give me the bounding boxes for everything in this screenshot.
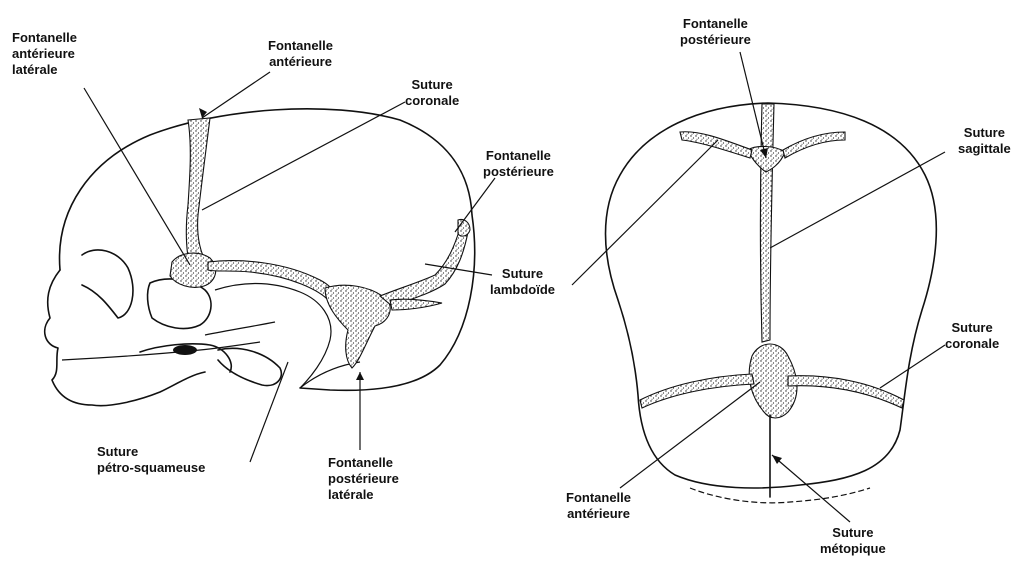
label-lambdoid-suture: Suture lambdoïde	[490, 266, 555, 298]
side-leader-lines	[84, 72, 495, 462]
label-coronal-suture: Suture coronale	[405, 77, 459, 109]
side-orbit	[82, 250, 133, 318]
label-posterior-fontanelle: Fontanelle postérieure	[483, 148, 554, 180]
top-coronal-left	[640, 374, 754, 408]
arrowhead-posterolateral-fontanelle	[356, 372, 364, 380]
side-lambdoid-suture	[380, 228, 468, 306]
top-frontal-edge	[690, 488, 870, 503]
side-posterolateral-fontanelle	[325, 285, 390, 368]
top-lambdoid-right	[783, 132, 845, 158]
side-mandible	[140, 344, 281, 386]
side-lambdoid-spur	[390, 299, 442, 310]
side-ear-canal	[173, 345, 197, 355]
leader-petrosquamous-suture	[250, 362, 288, 462]
side-jaw-line	[62, 342, 260, 360]
side-face-outline	[45, 270, 205, 406]
label-posterolateral-fontanelle: Fontanelle postérieure latérale	[328, 455, 399, 503]
top-lambdoid-left	[680, 132, 752, 158]
label-top-coronal-suture: Suture coronale	[945, 320, 999, 352]
leader-coronal-suture	[202, 102, 405, 210]
label-sagittal-suture: Suture sagittale	[958, 125, 1011, 157]
top-coronal-right	[788, 376, 904, 408]
leader-sagittal-suture	[770, 152, 945, 248]
leader-top-coronal	[880, 345, 945, 388]
arrowhead-anterior-fontanelle	[199, 108, 207, 118]
leader-anterolateral-fontanelle	[84, 88, 190, 265]
skull-top-view	[606, 103, 937, 503]
side-zygomatic-arch	[205, 322, 275, 335]
label-petrosquamous-suture: Suture pétro-squameuse	[97, 444, 205, 476]
label-top-posterior-fontanelle: Fontanelle postérieure	[680, 16, 751, 48]
leader-metopic-suture	[772, 455, 850, 522]
label-anterolateral-fontanelle: Fontanelle antérieure latérale	[12, 30, 77, 78]
side-posterior-fontanelle	[458, 219, 470, 236]
leader-top-lambdoid	[572, 140, 718, 285]
label-anterior-fontanelle: Fontanelle antérieure	[268, 38, 333, 70]
leader-posterior-fontanelle	[455, 178, 495, 232]
side-coronal-suture	[186, 118, 210, 268]
leader-top-anterior-fontanelle	[620, 382, 760, 488]
side-squamous-suture	[208, 261, 338, 302]
label-top-anterior-fontanelle: Fontanelle antérieure	[566, 490, 631, 522]
skull-side-view	[45, 109, 475, 406]
top-sagittal-suture	[761, 104, 775, 342]
leader-lambdoid-suture	[425, 264, 492, 275]
label-metopic-suture: Suture métopique	[820, 525, 886, 557]
